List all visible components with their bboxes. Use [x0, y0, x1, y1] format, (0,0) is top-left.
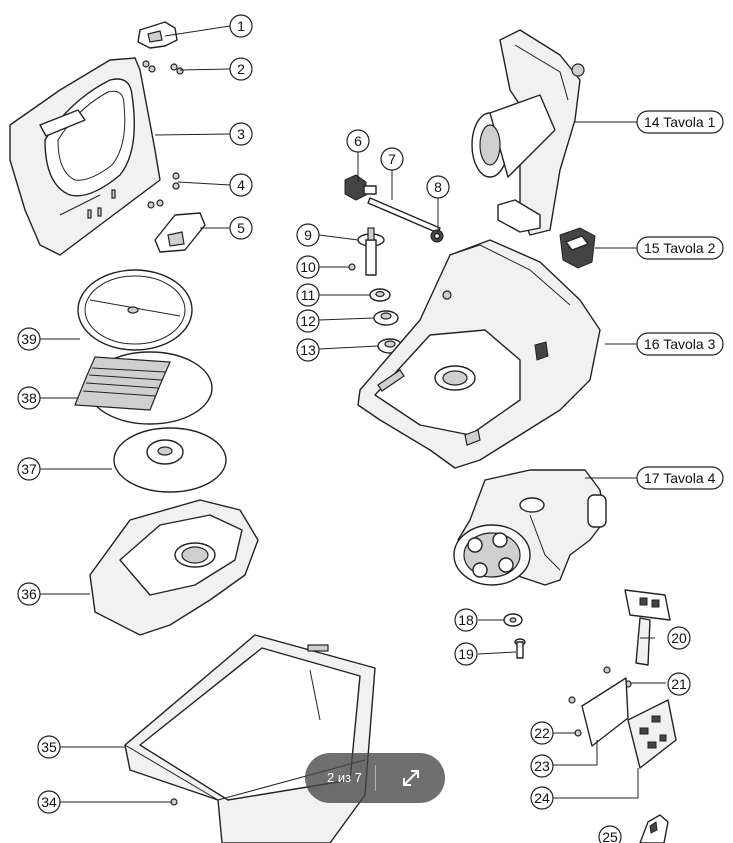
- callout-20: 20: [667, 626, 691, 650]
- part-11-washer: [369, 288, 391, 302]
- part-24-circuit-board: [627, 699, 677, 769]
- callout-15: 15 Tavola 2: [636, 236, 724, 260]
- callout-18-label: 18: [458, 612, 474, 628]
- callout-36: 36: [17, 582, 41, 606]
- callout-13-label: 13: [300, 342, 316, 358]
- callout-1-label: 1: [237, 18, 245, 34]
- callout-5-label: 5: [237, 220, 245, 236]
- callout-16: 16 Tavola 3: [636, 332, 724, 356]
- callout-11: 11: [296, 283, 320, 307]
- callout-5: 5: [229, 216, 253, 240]
- part-6-knob: [344, 174, 377, 201]
- part-23-plate: [581, 677, 629, 747]
- part-15-clip: [559, 227, 596, 269]
- part-18-washer: [503, 613, 523, 627]
- callout-37: 37: [17, 457, 41, 481]
- callout-2: 2: [229, 57, 253, 81]
- callout-19: 19: [454, 642, 478, 666]
- callout-10-label: 10: [300, 259, 316, 275]
- callout-21: 21: [667, 672, 691, 696]
- callout-39-label: 39: [21, 331, 37, 347]
- part-25-plug: [639, 814, 669, 843]
- part-4-nuts: [147, 172, 180, 209]
- callout-23: 23: [530, 754, 554, 778]
- callout-25: 25: [598, 825, 622, 843]
- part-20-panel-plate: [624, 589, 671, 666]
- callout-12-label: 12: [300, 313, 316, 329]
- callout-18: 18: [454, 608, 478, 632]
- callout-24-label: 24: [534, 790, 550, 806]
- callout-7: 7: [380, 147, 404, 171]
- part-19-screw: [514, 638, 526, 659]
- callout-17-label: 17 Tavola 4: [644, 470, 716, 486]
- callout-38-label: 38: [21, 390, 37, 406]
- callout-34: 34: [37, 790, 61, 814]
- part-39-disc: [77, 269, 193, 351]
- callout-39: 39: [17, 327, 41, 351]
- part-1-latch: [137, 21, 178, 49]
- callout-22: 22: [530, 721, 554, 745]
- callout-23-label: 23: [534, 758, 550, 774]
- callout-35: 35: [37, 735, 61, 759]
- page-indicator-overlay: 2 из 7: [305, 753, 445, 803]
- callout-4: 4: [229, 173, 253, 197]
- callout-22-label: 22: [534, 725, 550, 741]
- part-12-washer: [373, 310, 399, 326]
- callout-35-label: 35: [41, 739, 57, 755]
- callout-21-label: 21: [671, 676, 687, 692]
- callout-12: 12: [296, 309, 320, 333]
- part-7-shaft: [367, 197, 441, 234]
- callout-19-label: 19: [458, 646, 474, 662]
- part-5-bracket: [154, 212, 206, 253]
- part-9-spindle: [357, 227, 385, 276]
- callout-7-label: 7: [388, 151, 396, 167]
- part-17-gear-unit: [453, 469, 607, 586]
- callout-20-label: 20: [671, 630, 687, 646]
- pager-divider: [375, 765, 376, 791]
- callout-34-label: 34: [41, 794, 57, 810]
- callout-3-label: 3: [237, 126, 245, 142]
- part-2-nuts: [142, 60, 184, 75]
- part-38-grating-disc: [74, 351, 213, 425]
- callout-6-label: 6: [354, 133, 362, 149]
- part-3-front-cover: [9, 57, 161, 256]
- part-10-pin: [348, 263, 356, 271]
- callout-1: 1: [229, 14, 253, 38]
- part-14-motor-arm: [471, 29, 585, 236]
- callout-14: 14 Tavola 1: [636, 110, 724, 134]
- callout-13: 13: [296, 338, 320, 362]
- callout-17: 17 Tavola 4: [636, 466, 724, 490]
- callout-2-label: 2: [237, 61, 245, 77]
- part-35-chassis: [124, 634, 376, 843]
- callout-11-label: 11: [301, 287, 316, 303]
- part-8-gear: [430, 229, 444, 243]
- part-16-base-housing: [357, 239, 601, 469]
- part-37-hub-disc: [113, 427, 227, 493]
- callout-14-label: 14 Tavola 1: [644, 114, 716, 130]
- callout-25-label: 25: [602, 829, 618, 843]
- callout-3: 3: [229, 122, 253, 146]
- expand-arrows-icon[interactable]: [401, 768, 421, 788]
- callout-9-label: 9: [304, 227, 312, 243]
- leader-lines: [40, 25, 666, 803]
- callout-16-label: 16 Tavola 3: [644, 336, 716, 352]
- callout-8-label: 8: [434, 179, 442, 195]
- callout-10: 10: [296, 255, 320, 279]
- part-36-bowl: [89, 499, 259, 636]
- callout-37-label: 37: [21, 461, 37, 477]
- callout-4-label: 4: [237, 177, 245, 193]
- callout-24: 24: [530, 786, 554, 810]
- callout-8: 8: [426, 175, 450, 199]
- page-counter: 2 из 7: [327, 770, 362, 785]
- callout-38: 38: [17, 386, 41, 410]
- callout-6: 6: [346, 129, 370, 153]
- callout-9: 9: [296, 223, 320, 247]
- callout-15-label: 15 Tavola 2: [644, 240, 716, 256]
- callout-36-label: 36: [21, 586, 37, 602]
